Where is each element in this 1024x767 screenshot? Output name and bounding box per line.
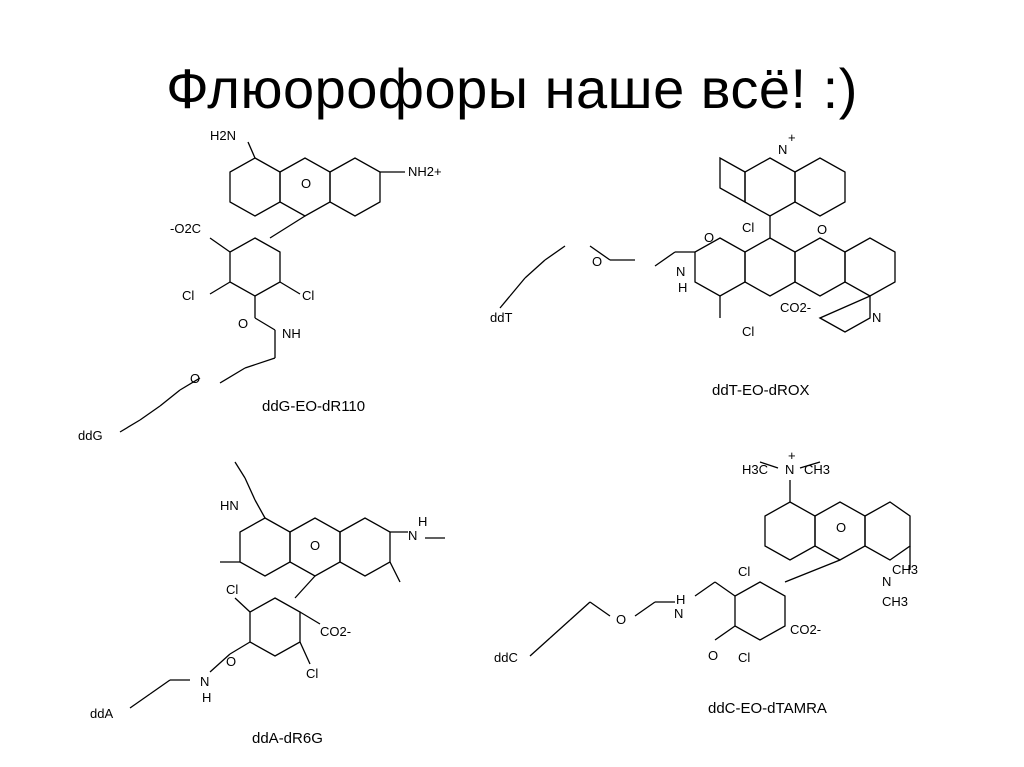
label-ddg: ddG — [78, 428, 103, 443]
label-cl-bottom: Cl — [742, 324, 754, 339]
caption-ddg-eo-dr110: ddG-EO-dR110 — [262, 398, 366, 415]
label-amide-n: N — [674, 606, 683, 621]
label-ring-o: O — [836, 520, 846, 535]
label-amide-h: H — [202, 690, 211, 705]
structure-ddg-eo-dr110: H2N O NH2+ -O2C Cl Cl O NH O ddG — [78, 128, 442, 443]
label-carbonyl-o: O — [708, 648, 718, 663]
label-cl-top: Cl — [742, 220, 754, 235]
label-ether-o: O — [616, 612, 626, 627]
label-cl-bottom: Cl — [738, 650, 750, 665]
slide-title: Флюорофоры наше всё! :) — [166, 57, 858, 120]
label-iminium-h: H — [418, 514, 427, 529]
label-iminium-n: N — [785, 462, 794, 477]
caption-ddc-eo-dtamra: ddC-EO-dTAMRA — [708, 700, 827, 717]
label-julolidine-n-top: N — [778, 142, 787, 157]
label-co2-minus: CO2- — [320, 624, 351, 639]
label-hn: HN — [220, 498, 239, 513]
label-ether-o: O — [190, 371, 200, 386]
label-cl-top: Cl — [738, 564, 750, 579]
label-plus-charge: + — [788, 448, 796, 463]
label-nh: NH — [282, 326, 301, 341]
label-julolidine-n-bottom: N — [872, 310, 881, 325]
label-ddc: ddC — [494, 650, 518, 665]
label-dda: ddA — [90, 706, 113, 721]
label-carboxylate: -O2C — [170, 221, 201, 236]
label-cl-left: Cl — [182, 288, 194, 303]
label-amide-n: N — [676, 264, 685, 279]
label-amide-n: N — [200, 674, 209, 689]
label-ddt: ddT — [490, 310, 512, 325]
label-h3c-top: H3C — [742, 462, 768, 477]
label-ether-o: O — [592, 254, 602, 269]
label-cl-right: Cl — [302, 288, 314, 303]
label-cl-bottom: Cl — [306, 666, 318, 681]
label-co2-minus: CO2- — [780, 300, 811, 315]
structure-ddt-eo-drox: N + O N Cl O O N H ddT CO2- Cl — [490, 130, 896, 339]
label-ring-o: O — [310, 538, 320, 553]
structure-ddc-eo-dtamra: H3C N + CH3 O Cl CO2- Cl N H O O ddC N C… — [494, 448, 918, 665]
label-ch3-right-upper: CH3 — [892, 562, 918, 577]
caption-ddt-eo-drox: ddT-EO-dROX — [712, 382, 810, 399]
caption-dda-dr6g: ddA-dR6G — [252, 730, 323, 747]
label-h2n: H2N — [210, 128, 236, 143]
label-ring-o: O — [817, 222, 827, 237]
label-ch3-top: CH3 — [804, 462, 830, 477]
label-plus-charge: + — [788, 130, 796, 145]
label-dimethylamino-n: N — [882, 574, 891, 589]
label-carbonyl-o: O — [226, 654, 236, 669]
label-carbonyl-o: O — [238, 316, 248, 331]
label-nh2-plus: NH2+ — [408, 164, 442, 179]
label-amide-h: H — [676, 592, 685, 607]
label-ring-o: O — [301, 176, 311, 191]
label-co2-minus: CO2- — [790, 622, 821, 637]
label-amide-h: H — [678, 280, 687, 295]
label-carbonyl-o: O — [704, 230, 714, 245]
structure-dda-dr6g: HN O N H Cl CO2- O N H Cl ddA — [90, 461, 445, 721]
label-ch3-right-lower: CH3 — [882, 594, 908, 609]
label-iminium-n: N — [408, 528, 417, 543]
label-cl-top: Cl — [226, 582, 238, 597]
